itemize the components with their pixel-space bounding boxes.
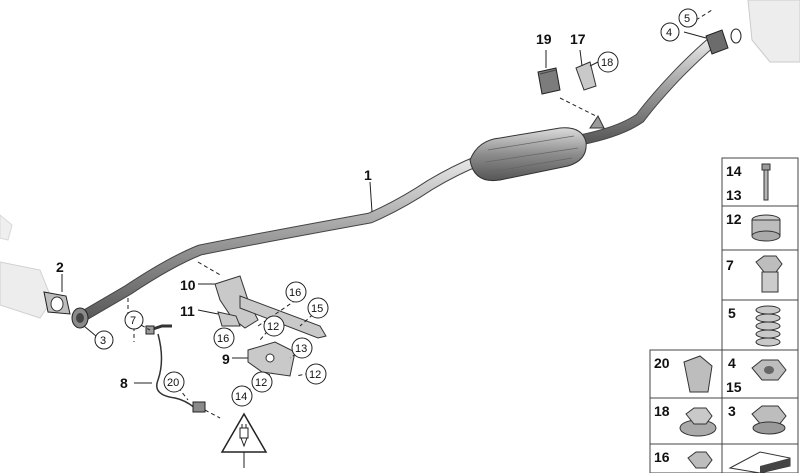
front-catalyst-ghost [0,214,53,319]
svg-text:16: 16 [289,287,301,299]
oxygen-sensor-nut-icon [755,255,783,293]
shim-plate-icon [728,451,791,473]
svg-text:15: 15 [311,303,323,315]
parts-legend: 14 13 12 7 5 20 4 15 18 3 16 [649,157,799,473]
bolt-icon [761,163,771,201]
callout-9: 9 [222,351,230,367]
callout-16a: 16 [285,281,307,303]
collar-nut-icon [751,405,787,435]
callout-8: 8 [120,375,128,391]
callout-19: 19 [536,31,552,47]
legend-cell-3 [721,397,799,445]
legend-20: 20 [654,355,670,371]
callout-12b: 12 [305,363,327,385]
center-exhaust-pipe [71,28,742,329]
legend-5: 5 [728,305,736,321]
legend-cell-14-13 [721,157,799,207]
nut-icon [687,451,713,469]
legend-12: 12 [726,211,742,227]
svg-text:4: 4 [666,27,672,39]
sensor-cable [127,298,221,419]
callout-12c: 12 [251,371,273,393]
svg-text:18: 18 [601,57,613,69]
legend-4: 4 [728,355,736,371]
callout-3: 3 [94,330,114,350]
svg-text:20: 20 [167,377,179,389]
legend-13: 13 [726,187,742,203]
spring-icon [755,305,781,347]
callout-5: 5 [678,8,698,28]
svg-text:3: 3 [100,335,106,347]
callout-11: 11 [180,303,195,319]
clip-nut-icon [683,355,713,393]
svg-text:7: 7 [130,315,136,327]
legend-15: 15 [726,379,742,395]
svg-text:12: 12 [255,377,267,389]
callout-2: 2 [56,259,64,275]
callout-17: 17 [570,31,586,47]
hanger-bracket [559,61,597,117]
callout-13: 13 [291,337,313,359]
legend-cell-4-15 [721,349,799,399]
svg-text:12: 12 [267,321,279,333]
legend-3: 3 [728,403,736,419]
callout-10: 10 [180,277,196,293]
electrical-connector-warning-icon [220,412,268,453]
leader-lines [61,9,713,468]
legend-7: 7 [726,257,734,273]
callout-14: 14 [231,385,253,407]
gasket-part [43,291,71,315]
legend-18: 18 [654,403,670,419]
flange-nut-icon [679,407,717,437]
svg-text:5: 5 [684,13,690,25]
callout-15: 15 [307,297,329,319]
hex-nut-icon [751,359,787,381]
legend-16: 16 [654,449,670,465]
rubber-mount [537,67,561,95]
svg-text:13: 13 [295,343,307,355]
svg-text:16: 16 [217,333,229,345]
spacer-sleeve-icon [751,214,781,242]
legend-cell-7 [721,249,799,301]
svg-text:12: 12 [309,369,321,381]
callout-16b: 16 [213,327,235,349]
legend-14: 14 [726,163,742,179]
svg-text:14: 14 [235,391,247,403]
callout-18: 18 [597,51,619,73]
callout-20: 20 [163,371,185,393]
callout-12a: 12 [263,315,285,337]
callout-4: 4 [660,22,680,42]
bracket-group [197,261,327,377]
rear-silencer-ghost [747,0,800,63]
callout-7: 7 [124,310,144,330]
callout-1: 1 [364,167,372,183]
